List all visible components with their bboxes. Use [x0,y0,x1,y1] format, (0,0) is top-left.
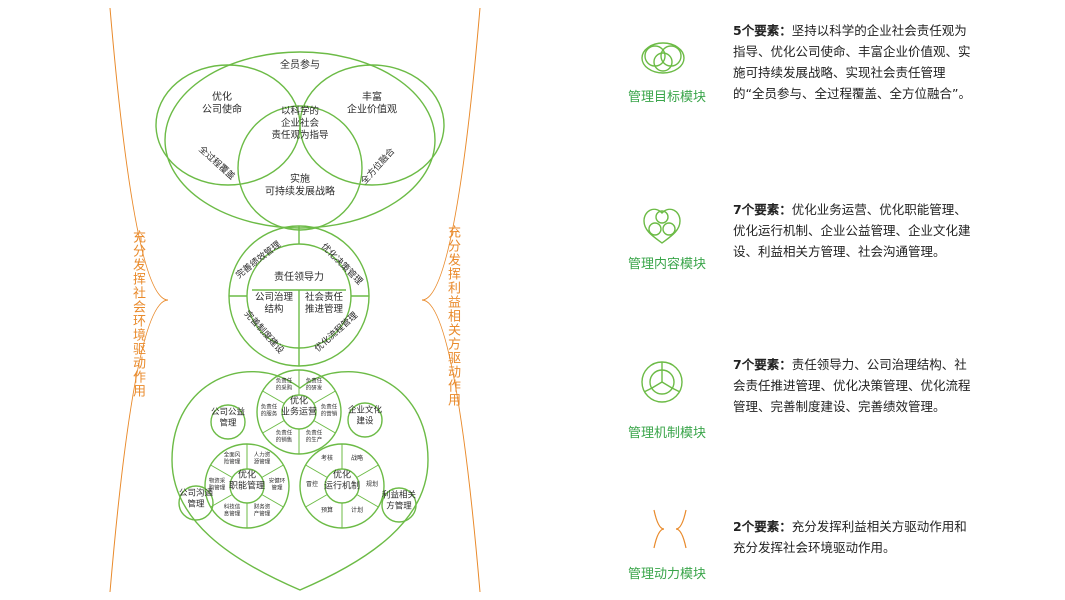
mech-item-divider [356,464,379,478]
ops-item-divider [262,390,285,404]
func-item: 财务资产管理 [254,503,271,518]
stakeholder-driver: 充分发挥利益相关方驱动作用 [445,225,460,407]
goal-right-lower-label: 全方位融合 [358,145,397,186]
mech-left-label: 公司治理结构 [255,291,294,315]
func-item-divider [261,464,284,478]
goal-module-text: 5个要素：坚持以科学的企业社会责任观为指导、优化公司使命、丰富企业价值观、实施可… [733,23,971,101]
mech-item-divider [305,494,328,508]
mech-top-label: 责任领导力 [274,270,324,283]
goal-right-label: 丰富企业价值观 [347,90,397,116]
csr-management-diagram: 全员参与 优化公司使命 丰富企业价值观 以科学的企业社会责任观为指导 实施可持续… [109,7,481,593]
ops-item: 负责任的采购 [276,377,293,392]
mechanism-module-text: 7个要素：责任领导力、公司治理结构、社会责任推进管理、优化决策管理、优化流程管理… [733,357,971,414]
func-item: 物资采购管理 [209,477,226,492]
goal-left-lower-label: 全过程覆盖 [196,143,237,182]
goal-module-label: 管理目标模块 [628,90,707,105]
ops-item-divider [313,390,336,404]
ops-item: 负责任的研发 [306,377,323,392]
mechanism-module-icon [641,361,683,403]
func-item: 科技信息管理 [224,503,241,518]
ops-item: 负责任的服务 [261,403,278,418]
mech-ring-2: 优化决策管理 [319,241,366,288]
content-module-label: 管理内容模块 [628,257,707,272]
driver-frame [109,7,481,593]
ops-center-label: 优化业务运营 [281,394,317,417]
goal-center-label: 以科学的企业社会责任观为指导 [271,105,328,141]
mechanism-module-graphic [228,225,370,367]
func-center-label: 优化职能管理 [229,468,265,491]
goal-module-icon [641,42,685,74]
ops-item: 负责任的营销 [321,403,338,418]
communication-label: 公司沟通管理 [179,488,214,510]
mech-item: 冒控 [306,480,318,488]
func-item-divider [261,494,284,508]
mech-item: 规划 [366,480,378,488]
mech-item-divider [305,464,328,478]
culture-label: 企业文化建设 [348,405,383,427]
ops-item: 负责任的生产 [306,429,323,444]
goal-outer-label: 全员参与 [280,58,320,71]
public-welfare-label: 公司公益管理 [211,407,246,429]
func-item: 安健环管理 [269,477,286,492]
mech-center-label: 优化运行机制 [324,468,360,491]
mech-item: 战略 [351,454,363,462]
func-item: 全面风险管理 [224,451,241,466]
mech-item: 计划 [351,506,363,514]
content-module-text: 7个要素：优化业务运营、优化职能管理、优化运行机制、企业公益管理、企业文化建设、… [733,202,971,259]
func-item: 人力资源管理 [254,451,271,466]
ops-item-divider [262,420,285,434]
mech-ring-3: 完善制度建设 [242,308,287,356]
driver-module-label: 管理动力模块 [628,567,707,582]
mechanism-module-label: 管理机制模块 [628,426,707,441]
goal-bottom-label: 实施可持续发展战略 [265,172,335,198]
content-dividers [210,370,379,528]
mech-item-divider [356,494,379,508]
ops-item-divider [313,420,336,434]
func-item-divider [210,464,233,478]
goal-module-graphic [155,51,445,231]
func-item-divider [210,494,233,508]
mech-right-label: 社会责任推进管理 [305,291,344,315]
mech-ring-4: 优化流程管理 [312,309,360,354]
driver-module-text: 2个要素：充分发挥利益相关方驱动作用和充分发挥社会环境驱动作用。 [733,519,967,555]
goal-left-label: 优化公司使命 [202,90,242,116]
stakeholder-label: 利益相关方管理 [382,490,417,512]
mech-item: 考核 [321,454,333,462]
social-environment-driver: 充分发挥社会环境驱动作用 [130,230,145,398]
driver-module-icon [653,509,687,549]
ops-item: 负责任的销售 [276,429,293,444]
content-module-icon [643,208,681,244]
mech-item: 预算 [321,506,333,514]
